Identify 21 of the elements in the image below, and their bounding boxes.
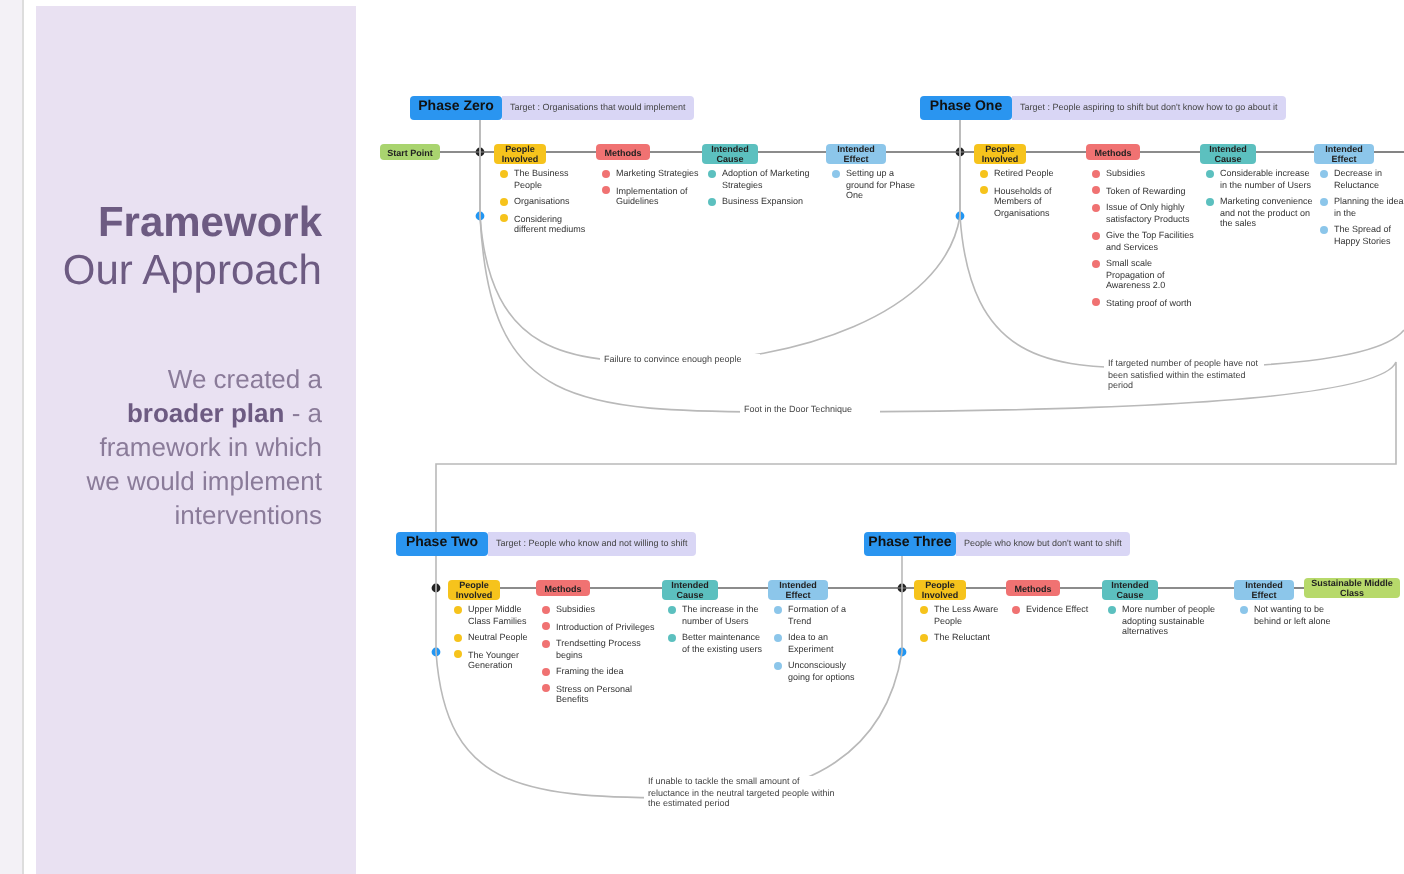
connector	[1059, 587, 1103, 589]
panel-subtitle: Our Approach	[60, 248, 322, 296]
connector	[1293, 587, 1305, 589]
connector	[499, 587, 537, 589]
connector	[649, 151, 703, 153]
connector	[757, 151, 827, 153]
connector	[965, 587, 1007, 589]
connector	[717, 587, 769, 589]
connector	[1157, 587, 1235, 589]
connector	[827, 587, 915, 589]
connector	[1373, 151, 1404, 153]
panel-title: Framework	[95, 200, 322, 248]
connector	[439, 151, 495, 153]
connector	[1255, 151, 1315, 153]
connector	[1139, 151, 1201, 153]
connector	[1025, 151, 1087, 153]
panel-paragraph: We created a broader plan - a framework in which we would implement interventions	[84, 362, 322, 532]
connector	[885, 151, 975, 153]
connector	[545, 151, 597, 153]
connector	[589, 587, 663, 589]
connector	[435, 119, 1397, 533]
